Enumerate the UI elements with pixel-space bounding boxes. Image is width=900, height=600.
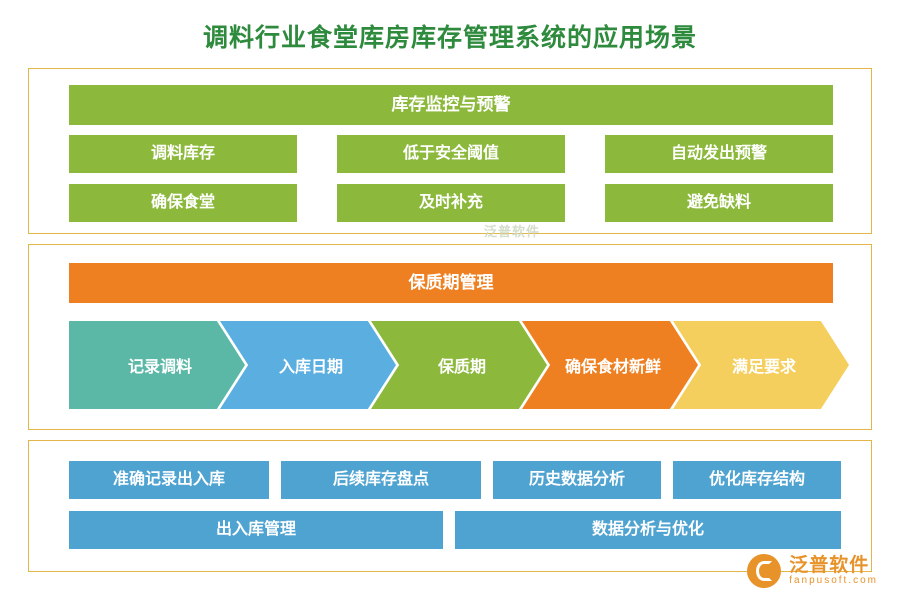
panel-inventory-monitoring: 库存监控与预警 调料库存 低于安全阈值 自动发出预警 确保食堂 及时补充 避免缺…: [28, 68, 872, 239]
page-title: 调料行业食堂库房库存管理系统的应用场景: [202, 24, 697, 52]
chip-p1-r1-c3: 自动发出预警: [605, 135, 833, 173]
logo-mark-icon: [747, 554, 782, 588]
chip-p3-r1-c3: 历史数据分析: [493, 461, 661, 499]
chip-p1-r2-c3: 避免缺料: [605, 184, 833, 222]
chip-p3-r2-c1: 出入库管理: [69, 511, 443, 549]
panel-inbound-outbound-analysis: 准确记录出入库 后续库存盘点 历史数据分析 优化库存结构 出入库管理 数据分析与…: [28, 440, 872, 572]
chip-p3-r1-c4: 优化库存结构: [673, 461, 841, 499]
flow-step-5: 满足要求: [673, 321, 849, 409]
chip-p3-r2-c2: 数据分析与优化: [455, 511, 841, 549]
flow-step-2: 入库日期: [220, 321, 396, 409]
panel-2-header: 保质期管理: [69, 263, 833, 303]
flow-step-3: 保质期: [371, 321, 547, 409]
logo-name-cn: 泛普软件: [789, 554, 870, 576]
panel-shelf-life-management: 保质期管理 记录调料 入库日期 保质期 确保食材新鲜 满足要求: [28, 244, 872, 430]
brand-logo: 泛普软件 fanpusoft.com: [747, 554, 878, 588]
flow-step-1: 记录调料: [69, 321, 245, 409]
flow-step-4: 确保食材新鲜: [522, 321, 698, 409]
chip-p1-r2-c2: 及时补充: [337, 184, 565, 222]
chip-p1-r2-c1: 确保食堂: [69, 184, 297, 222]
process-flow: 记录调料 入库日期 保质期 确保食材新鲜 满足要求: [69, 321, 849, 409]
watermark: 泛普软件: [484, 224, 541, 239]
chip-p1-r1-c2: 低于安全阈值: [337, 135, 565, 173]
panel-1-header: 库存监控与预警: [69, 85, 833, 125]
chip-p3-r1-c2: 后续库存盘点: [281, 461, 481, 499]
chip-p1-r1-c1: 调料库存: [69, 135, 297, 173]
logo-name-en: fanpusoft.com: [789, 574, 878, 586]
chip-p3-r1-c1: 准确记录出入库: [69, 461, 269, 499]
logo-text: 泛普软件 fanpusoft.com: [789, 554, 878, 586]
